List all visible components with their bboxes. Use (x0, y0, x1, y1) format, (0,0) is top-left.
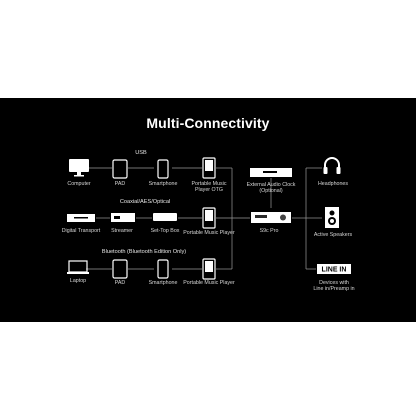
headphones-label: Headphones (317, 181, 349, 187)
portable-otg-label-1: Portable Music (191, 181, 227, 187)
line-in-label-1: Devices with (319, 280, 349, 286)
portable-music-player-icon (202, 207, 216, 229)
smartphone-bt-label: Smartphone (148, 280, 178, 286)
group-bluetooth-label: Bluetooth (Bluetooth Edition Only) (101, 249, 187, 255)
line-in-label-2: Line in/Preamp in (313, 286, 355, 292)
speakers-icon (325, 207, 339, 228)
pad-bt-label: PAD (114, 280, 126, 286)
clock-label-1: External Audio Clock (246, 182, 296, 188)
group-coaxial-label: Coaxial/AES/Optical (119, 199, 171, 205)
streamer-icon (111, 213, 135, 222)
smartphone-icon (157, 259, 169, 279)
pad-usb-label: PAD (114, 181, 126, 187)
set-top-box-label: Set-Top Box (150, 228, 180, 234)
laptop-icon (67, 260, 89, 274)
pad-icon (112, 159, 128, 179)
computer-icon (69, 159, 89, 177)
pad-icon (112, 259, 128, 279)
portable-music-player-icon (202, 157, 216, 179)
connection-lines (86, 167, 322, 270)
digital-transport-icon (67, 214, 95, 222)
line-in-logo-text: LINE IN (322, 267, 347, 274)
speakers-label: Active Speakers (313, 232, 353, 238)
smartphone-usb-label: Smartphone (148, 181, 178, 187)
portable-bt-label: Portable Music Player (183, 280, 235, 286)
digital-transport-label: Digital Transport (61, 228, 101, 234)
streamer-label: Streamer (111, 228, 133, 234)
s9c-pro-icon (251, 212, 291, 223)
headphones-icon (323, 157, 341, 174)
clock-label-2: (Optional) (259, 188, 283, 194)
portable-otg-label-2: Player OTG (195, 187, 223, 193)
external-audio-clock-icon (250, 168, 292, 177)
portable-music-player-icon (202, 258, 216, 280)
group-usb-label: USB (135, 150, 147, 156)
center-device-label: S9c Pro (259, 228, 279, 234)
smartphone-icon (157, 159, 169, 179)
line-in-icon: LINE IN (317, 264, 351, 274)
diagram-title: Multi-Connectivity (146, 115, 270, 131)
laptop-label: Laptop (69, 278, 87, 284)
set-top-box-icon (153, 213, 177, 221)
computer-label: Computer (67, 181, 91, 187)
connectivity-diagram: Multi-Connectivity (0, 98, 416, 322)
portable-coax-label: Portable Music Player (183, 230, 235, 236)
